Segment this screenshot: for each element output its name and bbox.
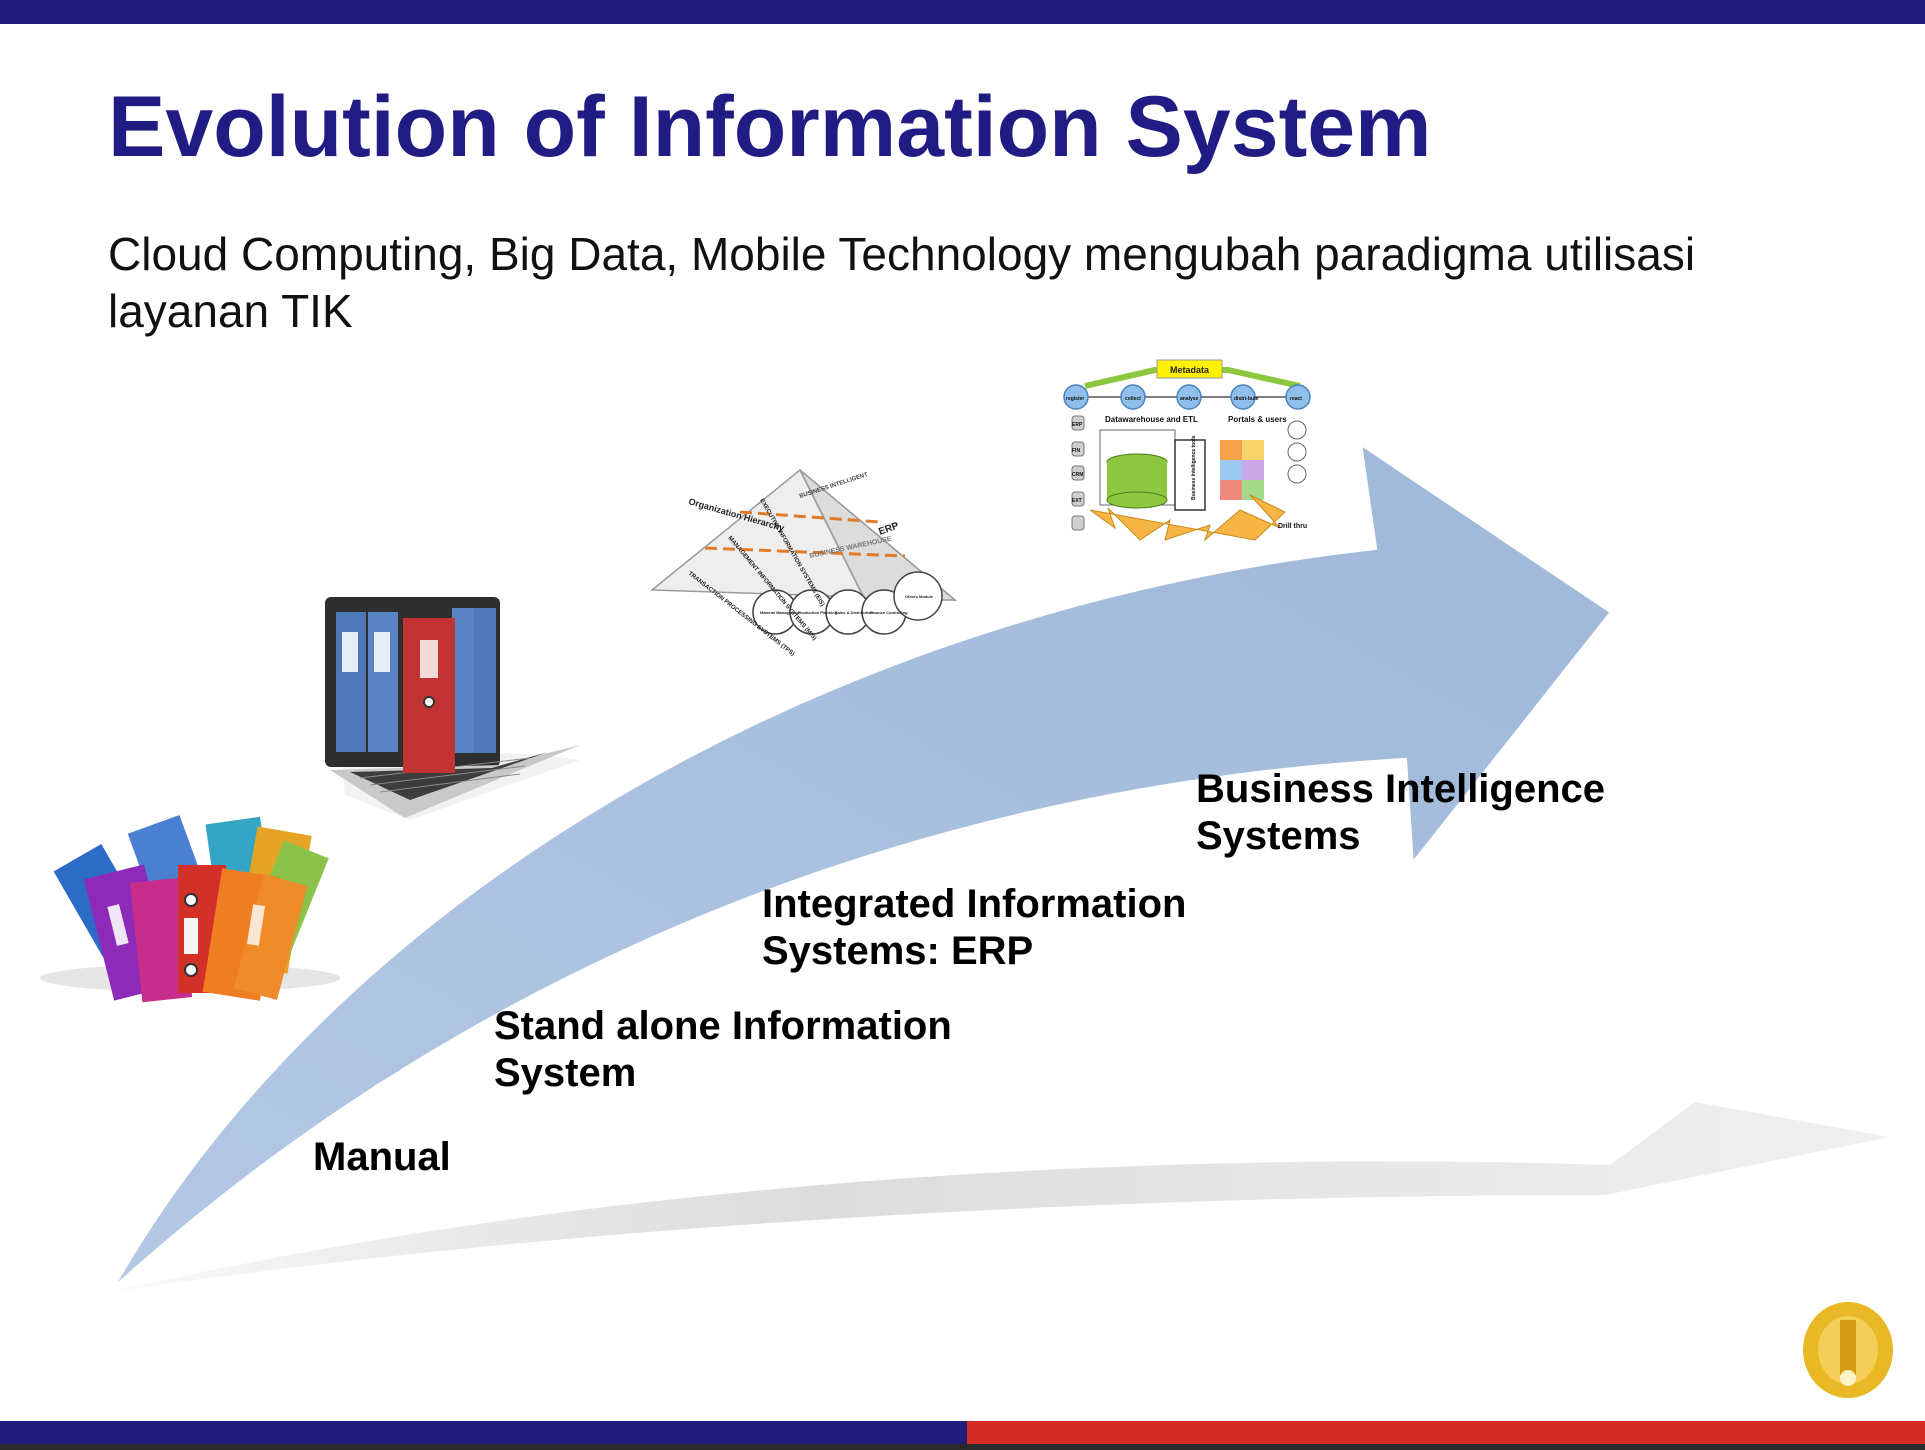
bi-step-4: distri-bute — [1234, 396, 1259, 402]
bi-portals-label: Portals & users — [1228, 415, 1287, 424]
stage-standalone-label: Stand alone Information System — [494, 1003, 952, 1097]
bottom-bar-red — [967, 1421, 1925, 1444]
top-bar — [0, 0, 1925, 24]
arrow-shadow — [110, 1102, 1890, 1292]
stage-manual-label: Manual — [313, 1134, 451, 1181]
bi-source-1: ERP — [1072, 422, 1083, 428]
stage-standalone-line1: Stand alone Information — [494, 1004, 952, 1048]
stage-standalone-line2: System — [494, 1051, 637, 1095]
slide-subtitle: Cloud Computing, Big Data, Mobile Techno… — [108, 228, 1696, 337]
stage-erp-label: Integrated Information Systems: ERP — [762, 881, 1186, 975]
bi-step-3: analyse — [1180, 396, 1199, 402]
bi-architecture-diagram: Metadata register collect analyse distri… — [1063, 359, 1311, 542]
bi-step-1: register — [1066, 396, 1084, 402]
stage-erp-line1: Integrated Information — [762, 882, 1187, 926]
pyramid-module-2: Production Planning — [798, 610, 838, 615]
bi-metadata-label: Metadata — [1170, 365, 1210, 375]
university-logo-icon — [1803, 1302, 1893, 1398]
bi-step-5: react — [1290, 396, 1302, 402]
evolution-arrow — [108, 438, 1615, 1294]
colorful-binders-icon — [40, 814, 340, 1003]
pyramid-module-5: Others Module — [905, 594, 934, 599]
pyramid-module-3: Sales & Distribution — [835, 610, 874, 615]
erp-pyramid-diagram: Organization Hierarchy ERP BUSINESS INTE… — [649, 469, 958, 657]
laptop-with-binders-icon — [325, 597, 580, 820]
pyramid-module-4: Finance Controlling — [870, 610, 908, 615]
bottom-bar-blue — [0, 1421, 967, 1444]
bi-source-3: CRM — [1072, 472, 1083, 478]
bi-drill-label: Drill thru — [1278, 523, 1307, 530]
bi-step-2: collect — [1125, 396, 1141, 402]
pyramid-module-1: Material Management — [760, 610, 801, 615]
bi-source-2: FIN — [1072, 448, 1080, 454]
bottom-edge — [0, 1444, 1925, 1450]
stage-bi-line1: Business Intelligence — [1196, 767, 1606, 811]
slide-title: Evolution of Information System — [108, 79, 1432, 175]
bi-dw-label: Datawarehouse and ETL — [1105, 415, 1198, 424]
stage-bi-label: Business Intelligence Systems — [1196, 766, 1605, 860]
stage-erp-line2: Systems: ERP — [762, 929, 1034, 973]
stage-bi-line2: Systems — [1196, 814, 1361, 858]
stage-manual-line1: Manual — [313, 1135, 451, 1179]
bi-tools-label: Business Intelligence tools — [1191, 435, 1197, 500]
bi-source-4: EXT — [1072, 498, 1082, 504]
